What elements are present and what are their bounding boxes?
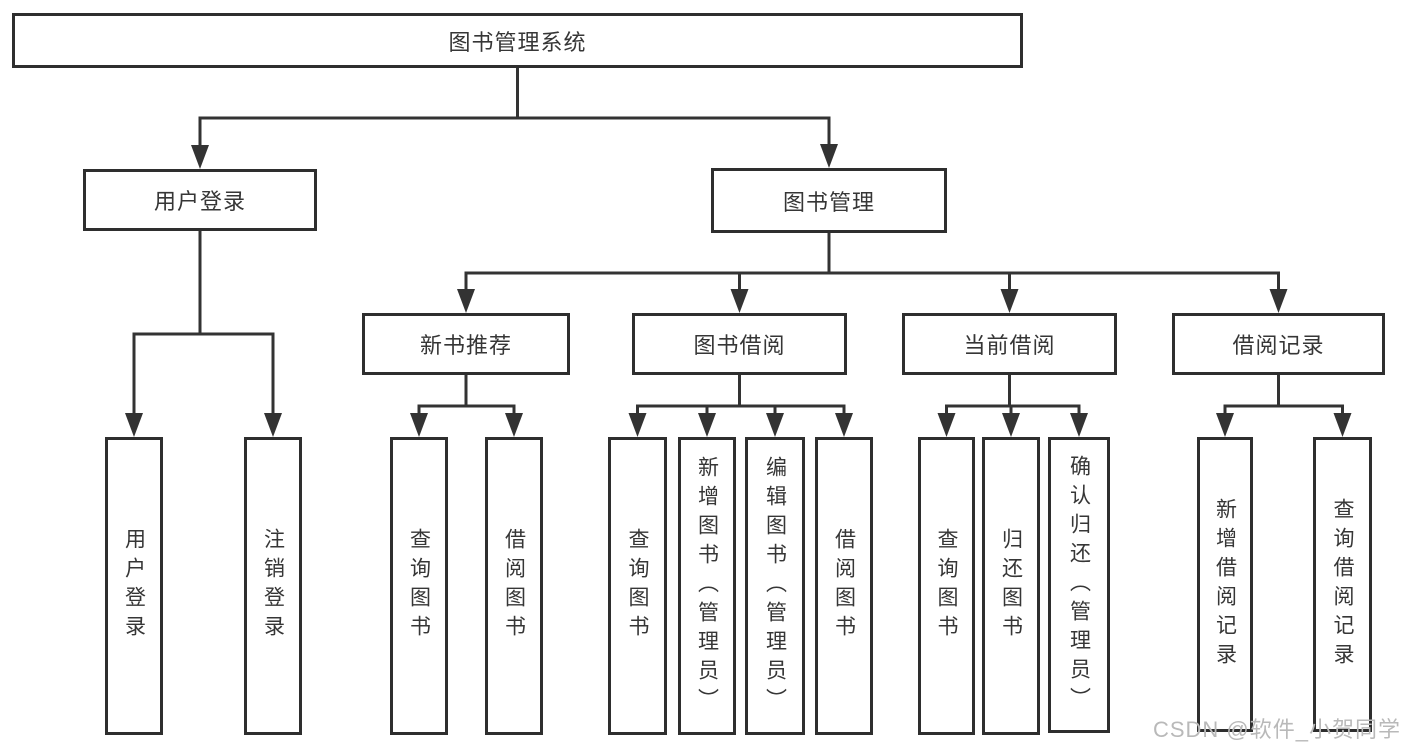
node-label: 确认归还（管理员） [1067, 454, 1091, 716]
node-user-login: 用户登录 [83, 169, 317, 231]
node-library-management-system: 图书管理系统 [12, 13, 1023, 68]
node-label: 编辑图书（管理员） [763, 455, 787, 717]
node-label: 借阅图书 [832, 528, 856, 644]
node-label: 借阅记录 [1232, 333, 1325, 358]
node-label: 图书管理系统 [448, 29, 587, 55]
node-book-management: 图书管理 [711, 168, 947, 233]
node-label: 查询图书 [407, 528, 431, 644]
node-label: 查询图书 [626, 528, 649, 644]
node-query-books: 查询图书 [390, 437, 448, 735]
node-label: 注销登录 [261, 528, 285, 644]
node-new-book-recommendation: 新书推荐 [362, 313, 570, 375]
node-label: 当前借阅 [963, 333, 1056, 358]
node-label: 用户登录 [153, 189, 246, 214]
node-label: 查询借阅记录 [1331, 497, 1354, 672]
node-borrow-books: 借阅图书 [815, 437, 873, 735]
node-label: 图书借阅 [693, 333, 786, 358]
node-add-borrow-record: 新增借阅记录 [1197, 437, 1253, 732]
node-return-books: 归还图书 [982, 437, 1040, 735]
node-label: 图书管理 [782, 189, 875, 215]
node-book-borrowing: 图书借阅 [632, 313, 847, 375]
node-label: 借阅图书 [502, 528, 526, 644]
node-add-books-admin: 新增图书（管理员） [678, 437, 736, 735]
node-label: 归还图书 [999, 528, 1023, 644]
node-query-books: 查询图书 [608, 437, 667, 735]
node-label: 新增借阅记录 [1213, 497, 1237, 672]
node-confirm-return-admin: 确认归还（管理员） [1048, 437, 1110, 733]
node-borrow-books: 借阅图书 [485, 437, 543, 735]
node-label: 新书推荐 [419, 333, 512, 358]
node-current-borrowing: 当前借阅 [902, 313, 1117, 375]
node-logout-action: 注销登录 [244, 437, 302, 735]
node-borrowing-records: 借阅记录 [1172, 313, 1385, 375]
node-label: 用户登录 [122, 528, 146, 644]
csdn-watermark: CSDN @软件_小贺同学 [1152, 717, 1401, 742]
node-label: 新增图书（管理员） [695, 455, 719, 717]
node-query-books: 查询图书 [918, 437, 975, 735]
node-user-login-action: 用户登录 [105, 437, 163, 735]
node-query-borrow-record: 查询借阅记录 [1313, 437, 1372, 732]
node-edit-books-admin: 编辑图书（管理员） [745, 437, 805, 735]
node-label: 查询图书 [935, 528, 958, 644]
